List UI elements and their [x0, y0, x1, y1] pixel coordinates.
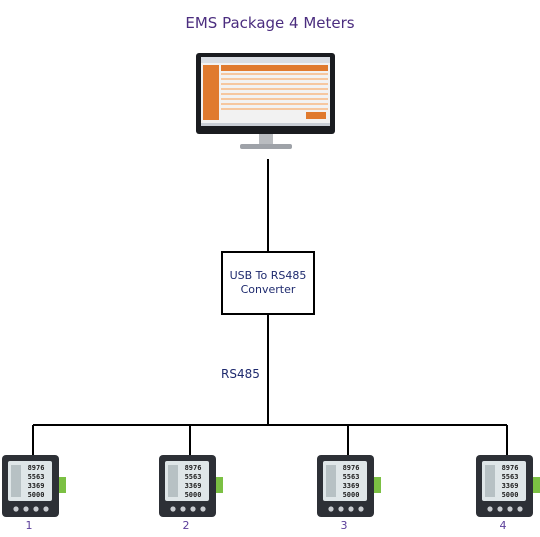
meter-readout-line: 3369	[185, 482, 202, 490]
meter-button	[190, 506, 196, 512]
meter-bargraph	[168, 465, 178, 497]
usb-rs485-converter: USB To RS485 Converter	[221, 251, 315, 315]
diagram-title: EMS Package 4 Meters	[185, 14, 355, 32]
meter-label-3: 3	[340, 519, 348, 532]
meter-readout-line: 5563	[185, 473, 202, 481]
meter-bargraph	[485, 465, 495, 497]
meter-button	[43, 506, 49, 512]
meter-button	[180, 506, 186, 512]
meter-readout-line: 8976	[185, 464, 202, 472]
meter-label-2: 2	[182, 519, 190, 532]
meter-button	[348, 506, 354, 512]
meter-terminal	[532, 477, 540, 493]
meter-readout-line: 8976	[502, 464, 519, 472]
meter-terminal	[58, 477, 66, 493]
meter-button	[497, 506, 503, 512]
meter-readout-line: 5000	[343, 491, 360, 499]
meter-terminal	[373, 477, 381, 493]
meter-button	[328, 506, 334, 512]
meters-group: 8976556333695000897655633369500089765563…	[2, 455, 540, 517]
meter-readout-line: 8976	[28, 464, 45, 472]
computer-monitor-icon	[196, 53, 335, 149]
meter-readout-line: 5563	[502, 473, 519, 481]
converter-line2: Converter	[240, 283, 296, 296]
meter-label-4: 4	[499, 519, 507, 532]
meter-button	[517, 506, 523, 512]
meter-readout-line: 5563	[343, 473, 360, 481]
meter-readout-line: 5000	[502, 491, 519, 499]
meter-button	[507, 506, 513, 512]
meter-readout-line: 5000	[185, 491, 202, 499]
meter-readout-line: 5563	[28, 473, 45, 481]
rs485-label: RS485	[221, 367, 260, 381]
meter-button	[358, 506, 364, 512]
meter-readout-line: 5000	[28, 491, 45, 499]
meter-readout-line: 3369	[502, 482, 519, 490]
meter-button	[23, 506, 29, 512]
converter-line1: USB To RS485	[229, 269, 307, 282]
meter-bargraph	[326, 465, 336, 497]
meter-button	[487, 506, 493, 512]
meter-readout-line: 3369	[28, 482, 45, 490]
meter-button	[13, 506, 19, 512]
meter-readout-line: 3369	[343, 482, 360, 490]
meter-button	[338, 506, 344, 512]
meter-button	[200, 506, 206, 512]
meter-button	[170, 506, 176, 512]
meter-readout-line: 8976	[343, 464, 360, 472]
meter-button	[33, 506, 39, 512]
meter-terminal	[215, 477, 223, 493]
meter-label-1: 1	[25, 519, 33, 532]
meter-bargraph	[11, 465, 21, 497]
